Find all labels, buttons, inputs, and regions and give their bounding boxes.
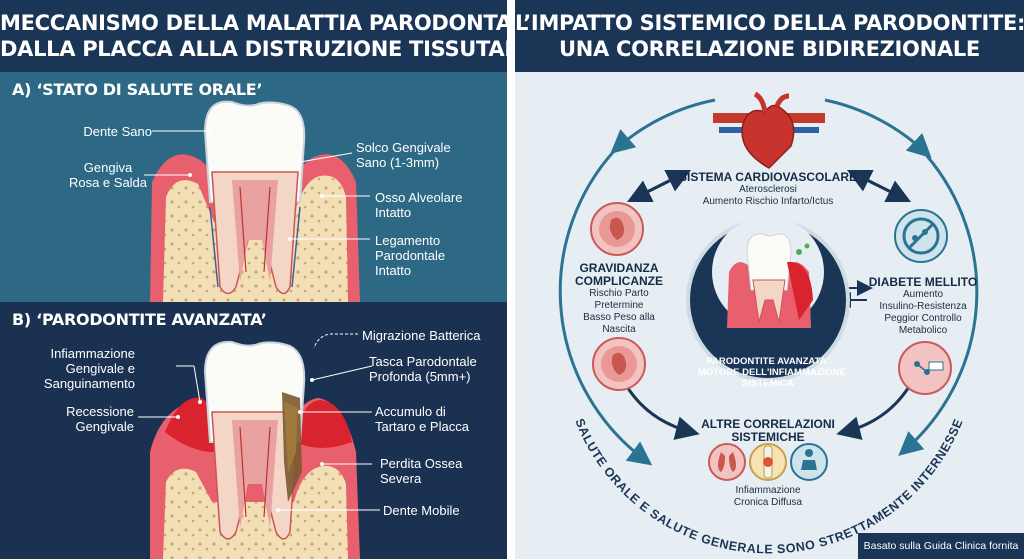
outer-ring-top-left [610,98,716,154]
label-solco-line1: Solco Gengivale [356,140,451,155]
left-header-line1: MECCANISMO DELLA MALATTIA PARODONTALE: [0,11,507,35]
cardio-block: SISTEMA CARDIOVASCOLARE Aterosclerosi Au… [668,171,868,208]
altre-title1: ALTRE CORRELAZIONI [701,417,835,431]
altre-line1: Infiammazione [735,485,801,496]
arrow-to-altre-left [621,379,700,440]
label-infiammazione-line3: Sanguinamento [43,376,135,391]
label-recessione-line1: Recessione [66,404,134,419]
altre-line2: Cronica Diffusa [733,497,803,508]
right-panel: L’IMPATTO SISTEMICO DELLA PARODONTITE: U… [515,0,1024,559]
right-header: L’IMPATTO SISTEMICO DELLA PARODONTITE: U… [515,0,1024,72]
cardio-title: SISTEMA CARDIOVASCOLARE [678,170,857,184]
center-line2: MOTORE DELL'INFIAMMAZIONE [698,367,846,378]
label-perdita: Perdita Ossea Severa [380,456,462,486]
left-header-line2: DALLA PLACCA ALLA DISTRUZIONE TISSUTALE [0,37,507,61]
center-text: PARODONTITE AVANZATA: MOTORE DELL'INFIAM… [698,356,846,389]
label-legamento: Legamento Parodontale Intatto [375,233,445,278]
label-gengiva-line1: Gengiva [83,160,133,175]
label-solco-line2: Sano (1-3mm) [356,155,440,170]
center-periodontitis [686,216,850,382]
cardio-line2: Aumento Rischio Infarto/Ictus [702,196,834,207]
outer-ring-left [558,148,653,466]
gravidanza-title2: COMPLICANZE [575,274,663,288]
left-panel: MECCANISMO DELLA MALATTIA PARODONTALE: D… [0,0,507,559]
right-header-line2: UNA CORRELAZIONE BIDIREZIONALE [559,37,980,61]
label-infiammazione-line2: Gengivale e [65,361,135,376]
label-solco: Solco Gengivale Sano (1-3mm) [356,140,451,170]
heart-icon [713,91,825,169]
label-osso: Osso Alveolare Intatto [375,190,462,220]
label-gengiva-line2: Rosa e Salda [68,175,148,190]
section-a-title: A) ‘STATO DI SALUTE ORALE’ [12,80,263,99]
diabete-line2: Insulino-Resistenza [879,301,967,312]
gravidanza-line4: Nascita [602,324,636,335]
gravidanza-title1: GRAVIDANZA [579,261,659,275]
label-dente-mobile: Dente Mobile [383,503,460,518]
label-dente-sano: Dente Sano [83,124,152,139]
label-osso-line1: Osso Alveolare [375,190,463,205]
label-infiammazione-line1: Infiammazione [50,346,135,361]
gravidanza-line3: Basso Peso alla [583,312,655,323]
diabete-title: DIABETE MELLITO [868,275,978,289]
person-icon [790,443,828,481]
diabete-line1: Aumento [902,289,944,300]
section-healthy: A) ‘STATO DI SALUTE ORALE’ [0,72,507,302]
diabete-line3: Peggior Controllo [884,313,962,324]
gravidanza-line2: Pretermine [594,300,644,311]
diseased-tooth-illustration [138,333,380,559]
label-accumulo-line1: Accumulo di [375,404,446,419]
glucose-molecule-icon [898,341,952,395]
altre-text-block: Infiammazione Cronica Diffusa [708,485,828,509]
healthy-tooth-illustration [144,100,370,302]
diabete-line4: Metabolico [898,325,948,336]
section-b-title: B) ‘PARODONTITE AVANZATA’ [12,310,267,329]
right-header-line1: L’IMPATTO SISTEMICO DELLA PARODONTITE: [515,11,1024,35]
center-line1: PARODONTITE AVANZATA: [706,356,830,367]
label-perdita-line1: Perdita Ossea [380,456,463,471]
label-gengiva: Gengiva Rosa e Salda [68,160,148,190]
label-legamento-line1: Legamento [375,233,441,248]
arrow-to-altre-right [836,379,915,440]
label-legamento-line2: Parodontale [375,248,446,263]
left-header: MECCANISMO DELLA MALATTIA PARODONTALE: D… [0,0,507,72]
section-periodontitis: B) ‘PARODONTITE AVANZATA’ [0,302,507,559]
outer-ring-top-right [824,98,932,159]
label-recessione: Recessione Gengivale [66,404,134,434]
label-tasca: Tasca Parodontale Profonda (5mm+) [369,354,477,384]
no-sugar-icon [894,209,948,263]
label-accumulo-line2: Tartaro e Placca [375,419,469,434]
cardio-line1: Aterosclerosi [739,184,797,195]
diseased-bone [163,465,348,559]
label-tasca-line1: Tasca Parodontale [369,354,477,369]
joint-icon [749,443,787,481]
fetus-icon-top [590,202,644,256]
label-migrazione: Migrazione Batterica [362,328,481,343]
label-infiammazione: Infiammazione Gengivale e Sanguinamento [44,346,135,391]
inflamed-gum-left [165,397,214,452]
fetus-icon-bottom [592,337,646,391]
gravidanza-line1: Rischio Parto [589,288,649,299]
label-accumulo: Accumulo di Tartaro e Placca [375,404,469,434]
label-recessione-line2: Gengivale [75,419,134,434]
lungs-icon [708,443,746,481]
label-tasca-line2: Profonda (5mm+) [369,369,471,384]
outer-ring-right [898,155,979,456]
label-legamento-line3: Intatto [375,263,412,278]
altre-title-block: ALTRE CORRELAZIONI SISTEMICHE [688,418,848,444]
center-line3: SISTEMICA [742,378,794,389]
label-osso-line2: Intatto [375,205,412,220]
diabete-block: DIABETE MELLITO Aumento Insulino-Resiste… [867,276,979,337]
altre-title2: SISTEMICHE [731,430,805,444]
label-perdita-line2: Severa [380,471,422,486]
source-footer: Basato sulla Guida Clinica fornita [858,533,1024,559]
systemic-diagram: SALUTE ORALE E SALUTE GENERALE SONO STRE… [558,91,979,556]
gravidanza-block: GRAVIDANZA COMPLICANZE Rischio Parto Pre… [567,262,671,336]
